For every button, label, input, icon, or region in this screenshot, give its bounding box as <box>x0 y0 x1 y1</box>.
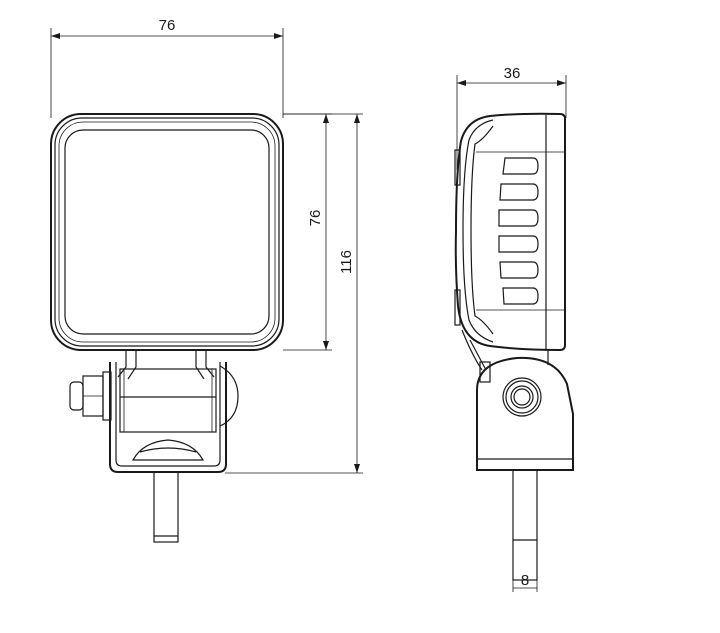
depth-dimension: 36 <box>456 65 567 170</box>
front-view: 76 76 116 <box>50 17 363 543</box>
stud-dimension-label: 8 <box>521 572 529 589</box>
width-dimension-label: 76 <box>159 17 176 34</box>
width-dimension: 76 <box>50 17 284 118</box>
mounting-bracket-front <box>69 350 239 543</box>
total-height-dimension: 116 <box>225 113 363 474</box>
lamp-housing-side <box>454 112 566 352</box>
mounting-bracket-side: 8 <box>461 329 574 592</box>
side-view: 36 <box>454 65 574 592</box>
lamp-housing-front <box>50 113 284 351</box>
body-height-dimension: 76 <box>283 113 332 351</box>
cooling-fins <box>498 157 539 305</box>
total-height-dimension-label: 116 <box>338 250 355 274</box>
depth-dimension-label: 36 <box>504 65 521 82</box>
body-height-dimension-label: 76 <box>307 210 324 227</box>
